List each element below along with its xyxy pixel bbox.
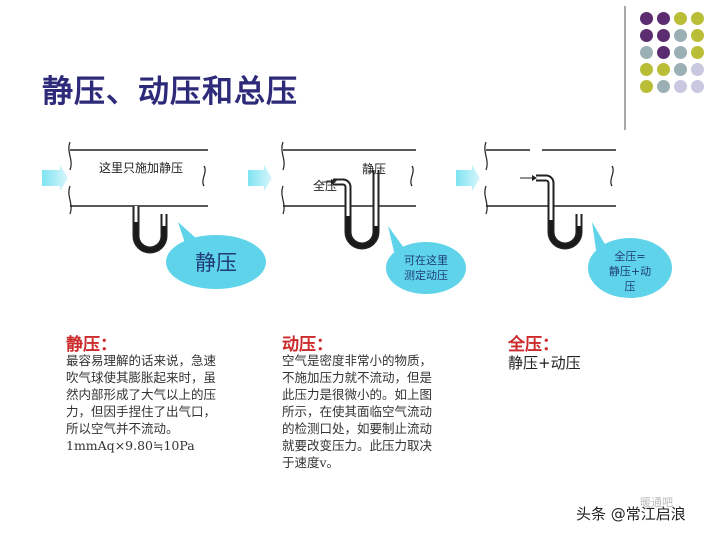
decor-dot: [640, 12, 653, 25]
decor-dot: [657, 12, 670, 25]
decor-dot: [691, 29, 704, 42]
decor-dot: [657, 46, 670, 59]
dynamic-top-label: 静压: [362, 162, 386, 176]
static-pressure-diagram: 这里只施加静压 静压: [68, 141, 266, 289]
decor-dot: [691, 63, 704, 76]
flow-arrow-1: [42, 165, 68, 191]
total-bubble-line-3: 压: [625, 280, 636, 293]
static-line: 然内部形成了大气以上的压: [66, 387, 217, 402]
dynamic-description: 空气是密度非常小的物质， 不施加压力就不流动，但是 此压力是很微小的。如上图 所…: [282, 352, 432, 471]
decor-dot: [674, 63, 687, 76]
static-line: 最容易理解的话来说，急速: [66, 353, 217, 368]
static-duct-label: 这里只施加静压: [99, 160, 183, 175]
dynamic-line: 的检测口处，如要制止流动: [282, 421, 433, 436]
decor-dot: [657, 63, 670, 76]
pressure-diagrams: 这里只施加静压 静压 全压 静压 可在这里 测定动压: [42, 141, 672, 298]
total-bubble-line-1: 全压=: [614, 249, 645, 263]
decor-dot: [691, 46, 704, 59]
static-description: 最容易理解的话来说，急速 吹气球使其膨胀起来时，虽 然内部形成了大气以上的压 力…: [66, 352, 216, 454]
dynamic-bubble-line-2: 测定动压: [404, 268, 448, 282]
decor-dot: [691, 12, 704, 25]
dynamic-heading: 动压：: [282, 335, 333, 355]
total-pressure-diagram: 全压= 静压+动 压: [484, 141, 672, 298]
static-line: 力，但因手捏住了出气口，: [66, 404, 217, 419]
footer-credit: 头条 @常江启浪: [576, 505, 686, 523]
decor-dot: [691, 80, 704, 93]
static-line: 吹气球使其膨胀起来时，虽: [66, 370, 217, 385]
decor-dot: [674, 12, 687, 25]
total-heading: 全压：: [508, 335, 559, 355]
dynamic-line: 不施加压力就不流动，但是: [282, 370, 433, 385]
decor-vertical-line: [624, 6, 626, 130]
dynamic-line: 空气是密度非常小的物质，: [282, 353, 433, 368]
static-line: 所以空气并不流动。: [66, 421, 179, 436]
dynamic-line: 就要改变压力。此压力取决: [282, 438, 433, 453]
dynamic-line: 此压力是很微小的。如上图: [282, 387, 433, 402]
decor-dot: [640, 46, 653, 59]
flow-arrow-2: [248, 165, 272, 191]
dynamic-pressure-diagram: 全压 静压 可在这里 测定动压: [281, 141, 466, 294]
decor-dot: [657, 29, 670, 42]
static-bubble-text: 静压: [195, 251, 237, 275]
decor-dot: [674, 80, 687, 93]
page-title: 静压、动压和总压: [42, 74, 298, 110]
decor-dot: [640, 80, 653, 93]
total-description: 静压+动压: [508, 354, 581, 372]
dynamic-line: 所示，在使其面临空气流动: [282, 404, 433, 419]
dynamic-line: 于速度v。: [282, 455, 340, 470]
static-heading: 静压：: [66, 335, 117, 355]
static-line: 1mmAq×9.80≒10Pa: [66, 438, 195, 453]
decor-dot: [640, 29, 653, 42]
footer-watermark: 暖通吧: [640, 496, 673, 509]
decor-dot: [674, 46, 687, 59]
decor-dot: [657, 80, 670, 93]
decor-dot: [640, 63, 653, 76]
flow-arrow-3: [456, 165, 480, 191]
decor-dot: [674, 29, 687, 42]
total-bubble-line-2: 静压+动: [609, 264, 651, 278]
dynamic-left-label: 全压: [313, 178, 337, 193]
dynamic-bubble-line-1: 可在这里: [404, 253, 448, 267]
